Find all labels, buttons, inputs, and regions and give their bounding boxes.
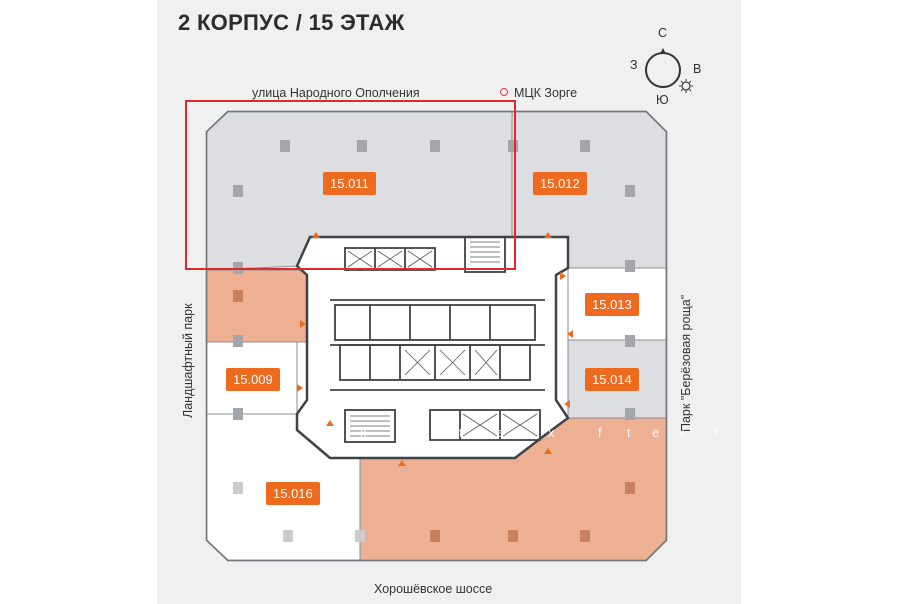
watermark-8: e	[497, 425, 509, 440]
metro-name: МЦК Зорге	[514, 86, 578, 100]
watermark-12: e	[652, 425, 664, 440]
street-bottom: Хорошёвское шоссе	[374, 582, 493, 596]
watermark-10: f	[598, 425, 606, 440]
metro-label: МЦК Зорге	[500, 86, 577, 100]
unit-15013-button[interactable]: 15.013	[585, 293, 639, 316]
watermark-11: t	[627, 425, 635, 440]
compass-east: В	[693, 62, 702, 76]
watermark-7: t	[459, 425, 467, 440]
watermark-4: e	[305, 425, 317, 440]
watermark-9: x	[548, 425, 559, 440]
watermark-14: f	[714, 425, 722, 440]
compass-west: З	[630, 58, 638, 72]
unit-15009-button[interactable]: 15.009	[226, 368, 280, 391]
watermark-1: r	[213, 425, 222, 440]
compass-south: Ю	[656, 93, 669, 107]
unit-15012-button[interactable]: 15.012	[533, 172, 587, 195]
compass-icon	[645, 48, 693, 93]
unit-15014-button[interactable]: 15.014	[585, 368, 639, 391]
page-title: 2 КОРПУС / 15 ЭТАЖ	[178, 10, 405, 35]
compass-north: С	[658, 26, 668, 40]
unit-15016-button[interactable]: 15.016	[266, 482, 320, 505]
watermark-3: t	[267, 425, 275, 440]
metro-dot-icon	[500, 88, 508, 96]
watermark-2: f	[233, 425, 241, 440]
unit-sold-left	[206, 269, 308, 343]
street-top: улица Народного Ополчения	[252, 86, 420, 100]
watermark-13: x	[678, 425, 689, 440]
watermark-6: f	[417, 425, 425, 440]
watermark-5: x	[360, 425, 371, 440]
selection-box	[185, 100, 516, 270]
unit-15011-button[interactable]: 15.011	[323, 172, 376, 195]
building-core	[295, 235, 570, 460]
